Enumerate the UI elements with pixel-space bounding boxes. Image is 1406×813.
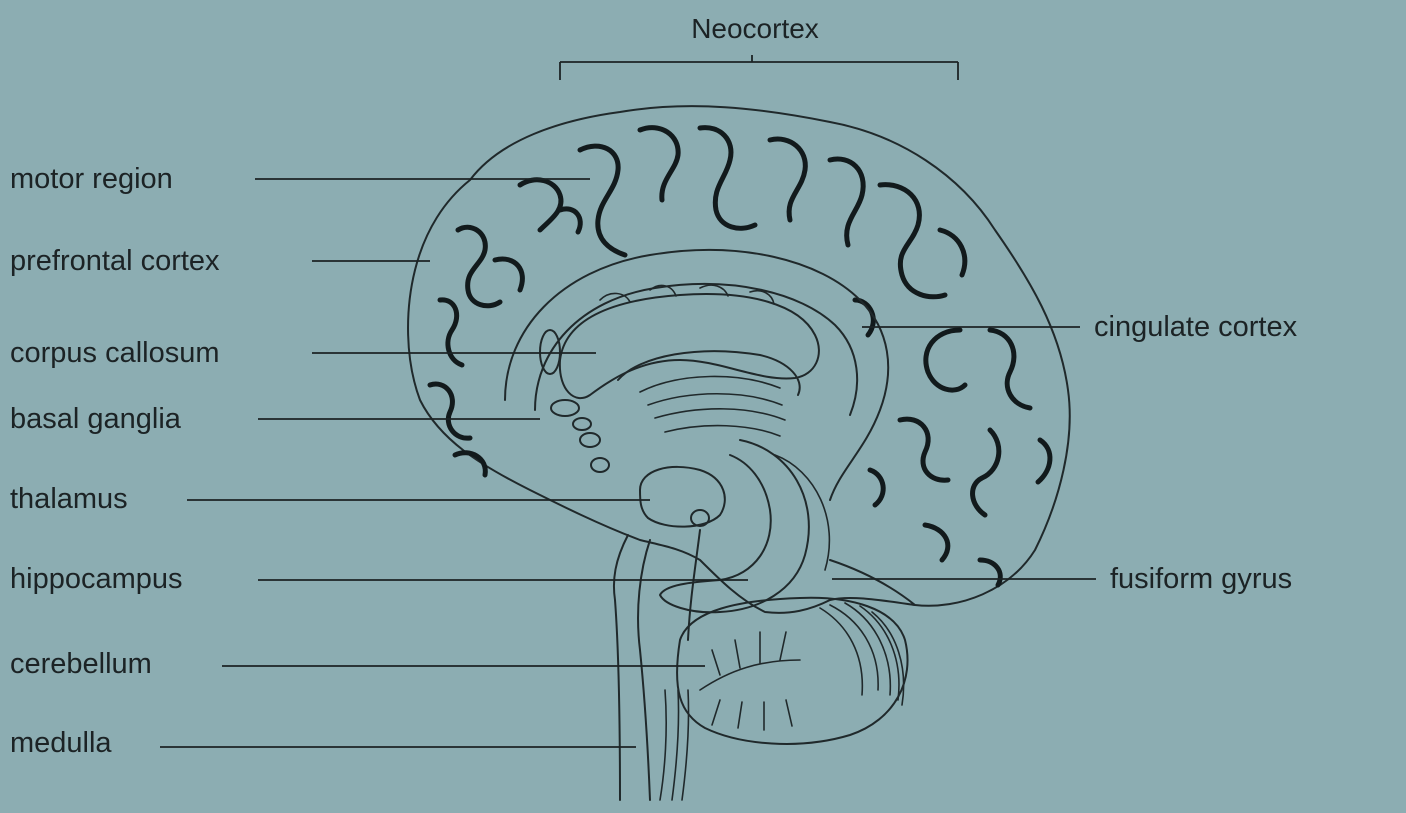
label-hippocampus: hippocampus xyxy=(10,563,183,595)
left-labels: motor region prefrontal cortex corpus ca… xyxy=(10,163,748,759)
neocortex-label: Neocortex xyxy=(691,13,819,44)
cerebrum-outline xyxy=(408,106,1070,613)
cortical-folds xyxy=(430,128,1050,585)
label-corpus-callosum: corpus callosum xyxy=(10,337,220,369)
label-motor-region: motor region xyxy=(10,163,173,195)
label-cerebellum: cerebellum xyxy=(10,648,152,680)
label-thalamus: thalamus xyxy=(10,483,128,515)
right-labels: cingulate cortex fusiform gyrus xyxy=(832,311,1298,595)
brain-illustration xyxy=(408,106,1070,800)
label-medulla: medulla xyxy=(10,727,112,759)
brainstem xyxy=(638,540,650,800)
inner-structures xyxy=(551,351,800,472)
cerebellum-shape xyxy=(677,598,908,744)
thalamus-shape xyxy=(640,467,725,527)
neocortex-bracket xyxy=(560,55,958,80)
label-prefrontal-cortex: prefrontal cortex xyxy=(10,245,220,277)
label-basal-ganglia: basal ganglia xyxy=(10,403,182,435)
cingulate-band xyxy=(505,250,888,500)
label-fusiform-gyrus: fusiform gyrus xyxy=(1110,563,1292,595)
corpus-callosum-shape xyxy=(560,294,819,398)
label-cingulate-cortex: cingulate cortex xyxy=(1094,311,1298,343)
